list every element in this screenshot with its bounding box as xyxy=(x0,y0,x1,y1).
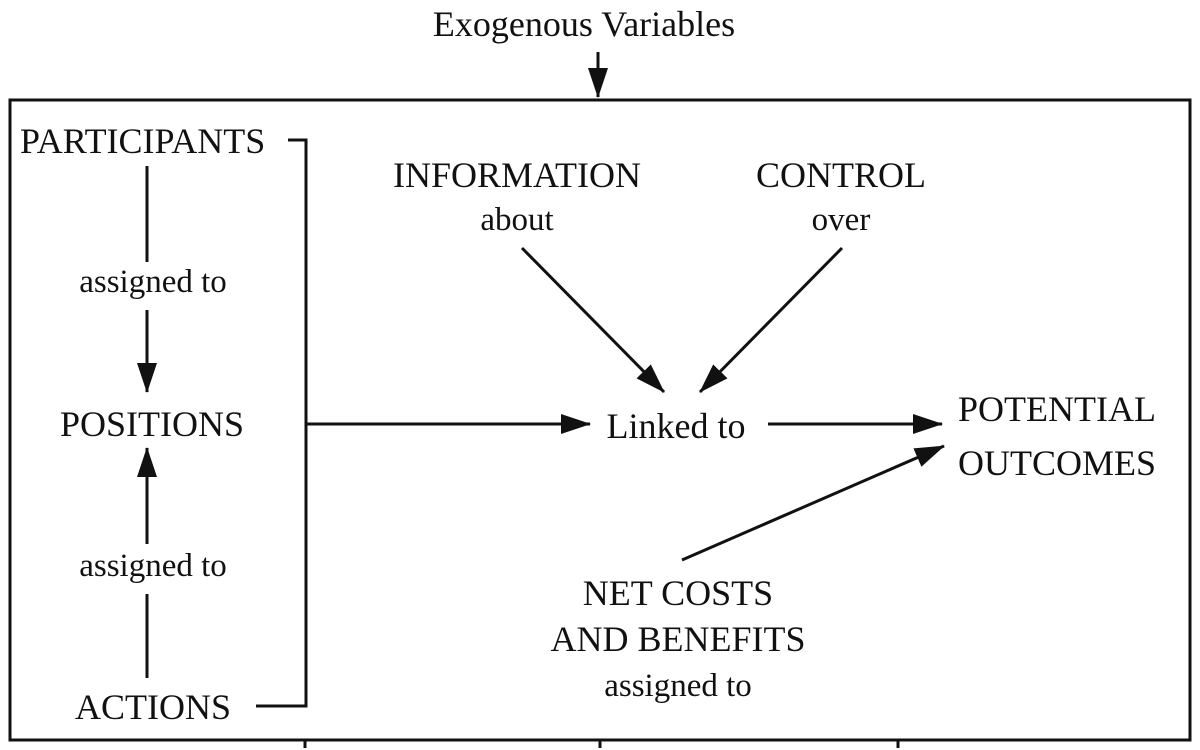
net-costs-to-outcomes-arrow xyxy=(681,444,945,562)
information-to-linked-arrow xyxy=(520,246,666,394)
net-costs-node: NET COSTS AND BENEFITS assigned to xyxy=(550,572,805,708)
information-sub-label: about xyxy=(480,202,554,238)
positions-label: POSITIONS xyxy=(59,404,245,444)
net-costs-label: NET COSTS xyxy=(582,573,774,613)
participants-label: PARTICIPANTS xyxy=(20,121,266,161)
control-sub-label: over xyxy=(811,202,871,238)
exogenous-variables-label: Exogenous Variables xyxy=(432,4,736,44)
information-label: INFORMATION xyxy=(392,155,642,195)
net-costs-sub-label: assigned to xyxy=(604,668,752,704)
and-benefits-label: AND BENEFITS xyxy=(550,619,806,659)
control-to-linked-arrow xyxy=(698,246,844,394)
assigned-to-upper-label: assigned to xyxy=(79,264,227,300)
assigned-to-lower-label: assigned to xyxy=(79,548,227,584)
linked-to-label: Linked to xyxy=(606,406,746,446)
control-label: CONTROL xyxy=(756,155,926,195)
actions-label: ACTIONS xyxy=(74,687,232,727)
left-bracket xyxy=(256,138,308,708)
outcomes-label: OUTCOMES xyxy=(958,443,1157,483)
control-node: CONTROL over xyxy=(756,155,926,245)
information-node: INFORMATION about xyxy=(393,155,641,245)
potential-label: POTENTIAL xyxy=(958,389,1156,429)
potential-outcomes-node: POTENTIAL OUTCOMES xyxy=(958,382,1156,490)
